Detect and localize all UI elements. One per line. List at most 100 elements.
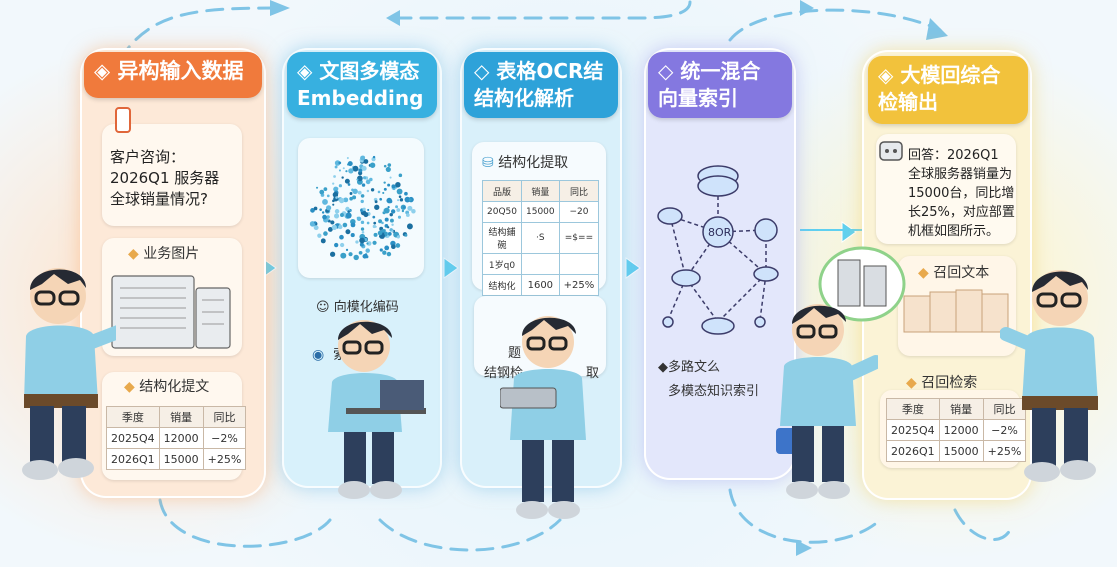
vector-point bbox=[350, 222, 356, 228]
vector-point bbox=[387, 163, 392, 167]
vector-point bbox=[366, 221, 370, 225]
vector-point bbox=[361, 183, 366, 187]
table-cell: 15000 bbox=[521, 201, 560, 223]
vector-point bbox=[347, 210, 350, 213]
vector-point bbox=[360, 194, 365, 198]
vector-point bbox=[357, 190, 362, 195]
vector-point bbox=[391, 230, 394, 233]
table-row: 结构鋪碗·S=$== bbox=[482, 222, 600, 254]
robot-icon bbox=[879, 141, 903, 161]
vector-point bbox=[366, 189, 370, 193]
vector-point bbox=[344, 178, 350, 184]
vector-point bbox=[370, 188, 375, 192]
vector-point bbox=[319, 189, 325, 195]
vector-point bbox=[334, 209, 340, 214]
vector-point bbox=[396, 208, 401, 212]
vector-point bbox=[404, 191, 408, 196]
vector-point bbox=[395, 181, 401, 188]
query-card bbox=[102, 124, 242, 226]
vector-point bbox=[387, 183, 391, 187]
vector-point bbox=[360, 220, 365, 225]
vector-point bbox=[338, 169, 341, 172]
vector-point bbox=[334, 165, 338, 169]
doc-icon: ◆ bbox=[124, 379, 135, 395]
vector-point bbox=[323, 187, 328, 191]
table-cell bbox=[558, 253, 600, 275]
vector-point bbox=[373, 221, 377, 225]
table-cell: 品版 bbox=[482, 180, 522, 202]
table-cell: 15000 bbox=[938, 440, 984, 462]
vector-point bbox=[357, 175, 363, 182]
vector-point bbox=[396, 188, 403, 195]
vector-point bbox=[316, 186, 319, 189]
vector-point bbox=[322, 199, 328, 205]
vector-point bbox=[398, 195, 402, 198]
ocr-bottom-label-3: 取 bbox=[586, 366, 600, 381]
vector-point bbox=[360, 199, 364, 204]
vector-point bbox=[396, 235, 400, 239]
ocr-bottom-label-2: 题 bbox=[508, 346, 522, 361]
table-cell: 1600 bbox=[521, 274, 560, 296]
vector-point bbox=[364, 237, 368, 242]
vector-point bbox=[404, 196, 411, 203]
pill-icon: ◉ bbox=[312, 347, 325, 363]
engineer-character-tablet bbox=[500, 316, 586, 519]
vector-point bbox=[347, 183, 351, 186]
table-cell: 12000 bbox=[938, 419, 984, 441]
stage2-title: ◈ 文图多模态 Embedding bbox=[287, 52, 437, 118]
vector-point bbox=[340, 213, 344, 217]
vector-point bbox=[360, 227, 365, 231]
table-cell: −20 bbox=[558, 201, 600, 223]
recall-table-label: ◆ 召回检索 bbox=[906, 375, 978, 391]
table-cell: 2026Q1 bbox=[886, 440, 940, 462]
vector-point bbox=[343, 197, 349, 203]
graph-node-label: 8OR bbox=[708, 226, 732, 239]
vector-point bbox=[362, 254, 368, 259]
vector-point bbox=[407, 205, 413, 211]
vector-point bbox=[319, 208, 322, 211]
image-label: ◆ 业务图片 bbox=[128, 246, 200, 262]
vector-point bbox=[389, 212, 393, 217]
table-cell: 结构化 bbox=[482, 274, 522, 296]
vector-point bbox=[369, 162, 376, 168]
vector-point bbox=[372, 215, 376, 219]
table-cell: 15000 bbox=[158, 448, 204, 470]
vector-point bbox=[334, 242, 339, 248]
stage3-title: ◇ 表格OCR结 结构化解析 bbox=[464, 52, 618, 118]
vector-point bbox=[363, 212, 369, 218]
extract-label: ⛁ 结构化提取 bbox=[482, 155, 569, 171]
vector-point bbox=[347, 161, 353, 167]
vector-point bbox=[397, 215, 402, 219]
recall-documents-image bbox=[903, 289, 1009, 333]
vector-point bbox=[374, 200, 378, 204]
vector-point bbox=[341, 176, 344, 179]
table-cell: 1岁q0 bbox=[482, 253, 522, 275]
table-cell: +25% bbox=[202, 448, 247, 470]
vector-point bbox=[383, 187, 387, 191]
vector-point bbox=[382, 250, 387, 255]
table-cell: 12000 bbox=[158, 427, 204, 449]
vector-point bbox=[363, 159, 369, 164]
table-cell: +25% bbox=[558, 274, 600, 296]
vector-point bbox=[386, 251, 392, 257]
vector-point bbox=[329, 251, 336, 257]
vector-point bbox=[313, 225, 319, 231]
vector-point bbox=[372, 240, 377, 245]
vector-point bbox=[395, 243, 401, 248]
vector-point bbox=[366, 242, 369, 245]
vector-point bbox=[406, 223, 413, 230]
vector-point bbox=[361, 230, 365, 234]
engineer-character-pointing bbox=[776, 304, 878, 499]
table-row: 1岁q0 bbox=[482, 253, 600, 275]
vector-point bbox=[365, 248, 370, 253]
index-caption-2: 多模态知识索引 bbox=[668, 384, 760, 399]
table-cell: 销量 bbox=[521, 180, 560, 202]
table-cell: 销量 bbox=[938, 398, 984, 420]
vector-point bbox=[326, 215, 330, 219]
vector-point bbox=[356, 216, 359, 220]
